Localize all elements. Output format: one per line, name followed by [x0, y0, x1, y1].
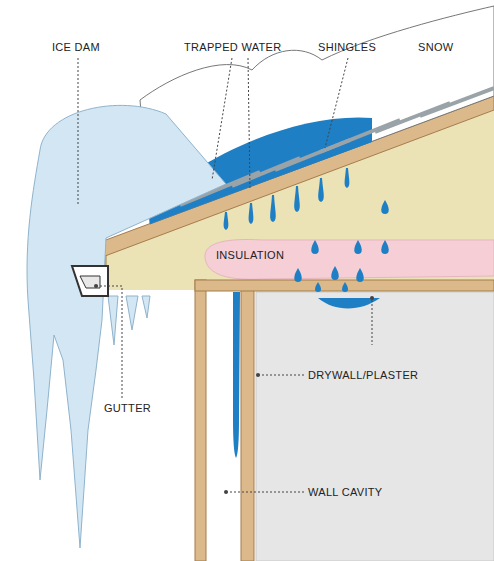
water-drips [224, 168, 389, 458]
part-label: DRYWALL/PLASTER [308, 369, 418, 382]
ice-dam [27, 105, 226, 548]
ceiling-joist [195, 280, 494, 291]
part-label: ICE DAM [52, 41, 100, 54]
drywall-panel [256, 292, 494, 561]
icicles [108, 296, 150, 345]
insulation-layer [205, 240, 494, 280]
leader-lines [78, 58, 372, 492]
wall-stud [195, 280, 206, 561]
gutter [72, 266, 108, 296]
part-label: WALL CAVITY [308, 486, 382, 499]
part-label: GUTTER [104, 402, 151, 415]
part-label: SNOW [418, 41, 453, 54]
part-label: SHINGLES [318, 41, 376, 54]
insulation-region: INSULATION [212, 246, 288, 264]
wall-cavity [205, 292, 241, 561]
part-label: TRAPPED WATER [184, 41, 281, 54]
region-label: INSULATION [216, 249, 284, 261]
wall-stud [241, 290, 254, 561]
